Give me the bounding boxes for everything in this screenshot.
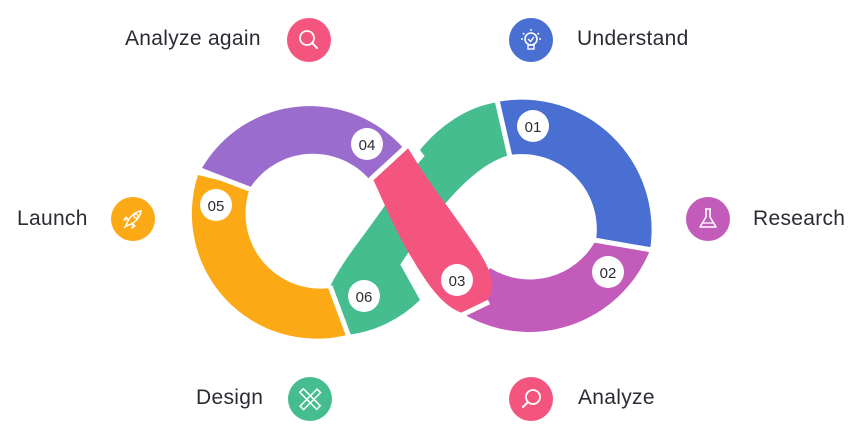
pencil-ruler-icon xyxy=(298,387,322,411)
svg-text:02: 02 xyxy=(600,265,617,282)
lightbulb-icon xyxy=(521,29,541,50)
step-01-icon-circle xyxy=(509,18,553,62)
step-04-icon-circle xyxy=(287,18,331,62)
step-06-label: Design xyxy=(196,386,264,409)
badge-05: 05 xyxy=(200,189,232,221)
badge-06: 06 xyxy=(348,280,380,312)
svg-text:04: 04 xyxy=(359,137,376,154)
step-06-icon-circle xyxy=(288,377,332,421)
step-05-label: Launch xyxy=(17,207,88,230)
step-05-icon-circle xyxy=(111,197,155,241)
step-01-label: Understand xyxy=(577,27,689,50)
step-04-label: Analyze again xyxy=(125,27,261,50)
segment-06-green-top xyxy=(420,102,508,190)
badge-04: 04 xyxy=(351,128,383,160)
svg-text:06: 06 xyxy=(356,289,373,306)
magnifier-icon xyxy=(522,389,541,408)
badge-01: 01 xyxy=(517,110,549,142)
rocket-icon xyxy=(122,210,142,230)
segment-05-orange xyxy=(191,175,347,339)
step-02-icon-circle xyxy=(686,197,730,241)
magnifier-icon xyxy=(299,30,318,49)
svg-text:01: 01 xyxy=(525,119,542,136)
badge-03: 03 xyxy=(441,264,473,296)
step-03-icon-circle xyxy=(509,377,553,421)
badge-02: 02 xyxy=(592,256,624,288)
segment-04-purple xyxy=(202,106,405,188)
svg-text:05: 05 xyxy=(208,198,225,215)
step-02-label: Research xyxy=(753,207,846,230)
flask-icon xyxy=(699,208,717,228)
svg-text:03: 03 xyxy=(449,273,466,290)
step-03-label: Analyze xyxy=(578,386,655,409)
